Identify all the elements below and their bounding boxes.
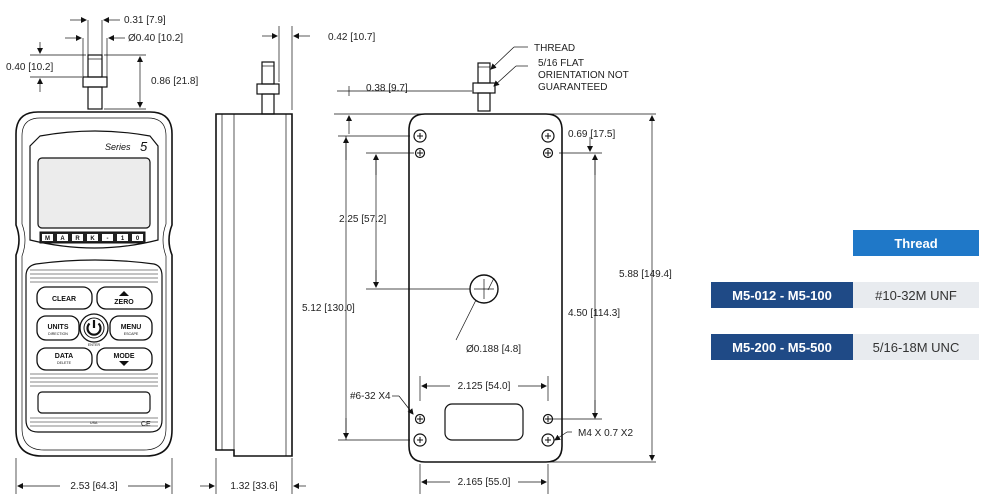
brand-letter-box xyxy=(102,234,113,241)
brand-strip: M A R K - 1 0 xyxy=(39,231,146,244)
mount-hole xyxy=(541,433,555,447)
dim-collar-top: 0.38 [9.7] xyxy=(366,83,408,94)
brand-letter-box xyxy=(42,234,53,241)
dim-total-height: 5.88 [149.4] xyxy=(619,269,672,280)
down-arrow-icon xyxy=(119,361,129,366)
keypad-panel xyxy=(25,259,163,433)
menu-button-sublabel: ESCAPE xyxy=(124,332,139,336)
clear-button-label: CLEAR xyxy=(52,296,76,303)
enter-label: ENTER xyxy=(88,343,101,347)
series-label: Series xyxy=(105,142,131,152)
brand-letter: 1 xyxy=(121,236,125,242)
battery-cover xyxy=(444,403,524,441)
dim-hole-spacing-vertical: 4.50 [114.3] xyxy=(568,308,620,319)
up-arrow-icon xyxy=(119,291,129,296)
callout-screw-holes: #6-32 X4 xyxy=(350,391,391,402)
callout-thread: THREAD xyxy=(534,43,575,54)
dim-center-hole: Ø0.188 [4.8] xyxy=(466,344,521,355)
mount-hole xyxy=(413,129,427,143)
dim-bottom-width: 2.165 [55.0] xyxy=(458,477,511,488)
table-row-model: M5-012 - M5-100 xyxy=(711,282,853,308)
side-shaft xyxy=(261,61,275,85)
front-shaft xyxy=(87,54,103,78)
brand-letter-box xyxy=(132,234,143,241)
table-row-model: M5-200 - M5-500 xyxy=(711,334,853,360)
mode-button[interactable] xyxy=(96,347,153,371)
dim-hole-offset-top: 0.69 [17.5] xyxy=(568,129,615,140)
back-shaft xyxy=(477,62,491,84)
table-row: M5-200 - M5-500 5/16-18M UNC xyxy=(711,334,979,360)
menu-button-label: MENU xyxy=(121,324,142,331)
mount-hole xyxy=(414,413,426,425)
back-collar xyxy=(472,82,496,94)
units-button[interactable] xyxy=(36,315,80,341)
table-row-thread: 5/16-18M UNC xyxy=(853,334,979,360)
dim-shaft-width: 0.31 [7.9] xyxy=(124,15,166,26)
side-view: 0.42 [10.7] 1.32 [33.6] xyxy=(200,26,375,494)
label-plate xyxy=(37,391,151,414)
mount-hole xyxy=(541,129,555,143)
brand-letter: R xyxy=(75,236,80,242)
dim-collar-diameter: Ø0.40 [10.2] xyxy=(128,33,183,44)
mode-button-label: MODE xyxy=(114,353,135,360)
brand-letter-box xyxy=(117,234,128,241)
dim-hole-spacing-horizontal: 2.125 [54.0] xyxy=(458,381,511,392)
footer-ce: CE xyxy=(141,421,151,428)
footer-usa: USA xyxy=(90,421,98,425)
table-row-thread: #10-32M UNF xyxy=(853,282,979,308)
thread-table-header: Thread xyxy=(853,230,979,256)
lcd-screen xyxy=(37,157,151,229)
side-collar xyxy=(256,83,280,95)
dim-collar-offset: 0.42 [10.7] xyxy=(328,32,375,43)
units-button-sublabel: DIRECTION xyxy=(48,332,68,336)
brand-letter-box xyxy=(72,234,83,241)
mount-hole xyxy=(542,413,554,425)
data-button-label: DATA xyxy=(55,353,73,360)
dim-width: 2.53 [64.3] xyxy=(70,481,117,492)
clear-button[interactable] xyxy=(36,286,93,310)
brand-letter: A xyxy=(60,236,65,242)
side-body xyxy=(215,113,293,457)
power-button[interactable] xyxy=(79,313,109,343)
units-button-label: UNITS xyxy=(48,324,69,331)
thread-table: Thread M5-012 - M5-100 #10-32M UNF M5-20… xyxy=(711,230,979,360)
dim-shaft-length: 0.40 [10.2] xyxy=(6,62,53,73)
menu-button[interactable] xyxy=(109,315,153,341)
thread-table-corner xyxy=(711,230,853,256)
dim-body-height: 5.12 [130.0] xyxy=(302,303,355,314)
brand-letter: M xyxy=(45,236,50,242)
thread-table-header-row: Thread xyxy=(711,230,979,256)
back-body xyxy=(408,113,563,463)
power-icon xyxy=(86,320,102,336)
series-number: 5 xyxy=(140,139,148,154)
front-body xyxy=(15,111,173,457)
brand-letter: - xyxy=(107,236,109,242)
zero-button-label: ZERO xyxy=(114,299,134,306)
display-panel xyxy=(29,130,159,249)
brand-letter: K xyxy=(90,236,95,242)
dim-center-hole-offset: 2.25 [57.2] xyxy=(339,214,386,225)
mount-hole xyxy=(413,433,427,447)
mount-hole xyxy=(542,147,554,159)
brand-letter-box xyxy=(57,234,68,241)
callout-metric-holes: M4 X 0.7 X2 xyxy=(578,428,633,439)
data-button-sublabel: DELETE xyxy=(57,361,72,365)
dim-depth: 1.32 [33.6] xyxy=(230,481,277,492)
brand-letter: 0 xyxy=(136,236,140,242)
zero-button[interactable] xyxy=(96,286,153,310)
data-button[interactable] xyxy=(36,347,93,371)
front-collar xyxy=(82,76,108,88)
front-view: Series 5 M A R K - 1 0 CLEAR ZERO UNITS DIRECT… xyxy=(6,15,198,494)
table-row: M5-012 - M5-100 #10-32M UNF xyxy=(711,282,979,308)
mount-hole xyxy=(414,147,426,159)
brand-letter-box xyxy=(87,234,98,241)
dim-shaft-total: 0.86 [21.8] xyxy=(151,76,198,87)
